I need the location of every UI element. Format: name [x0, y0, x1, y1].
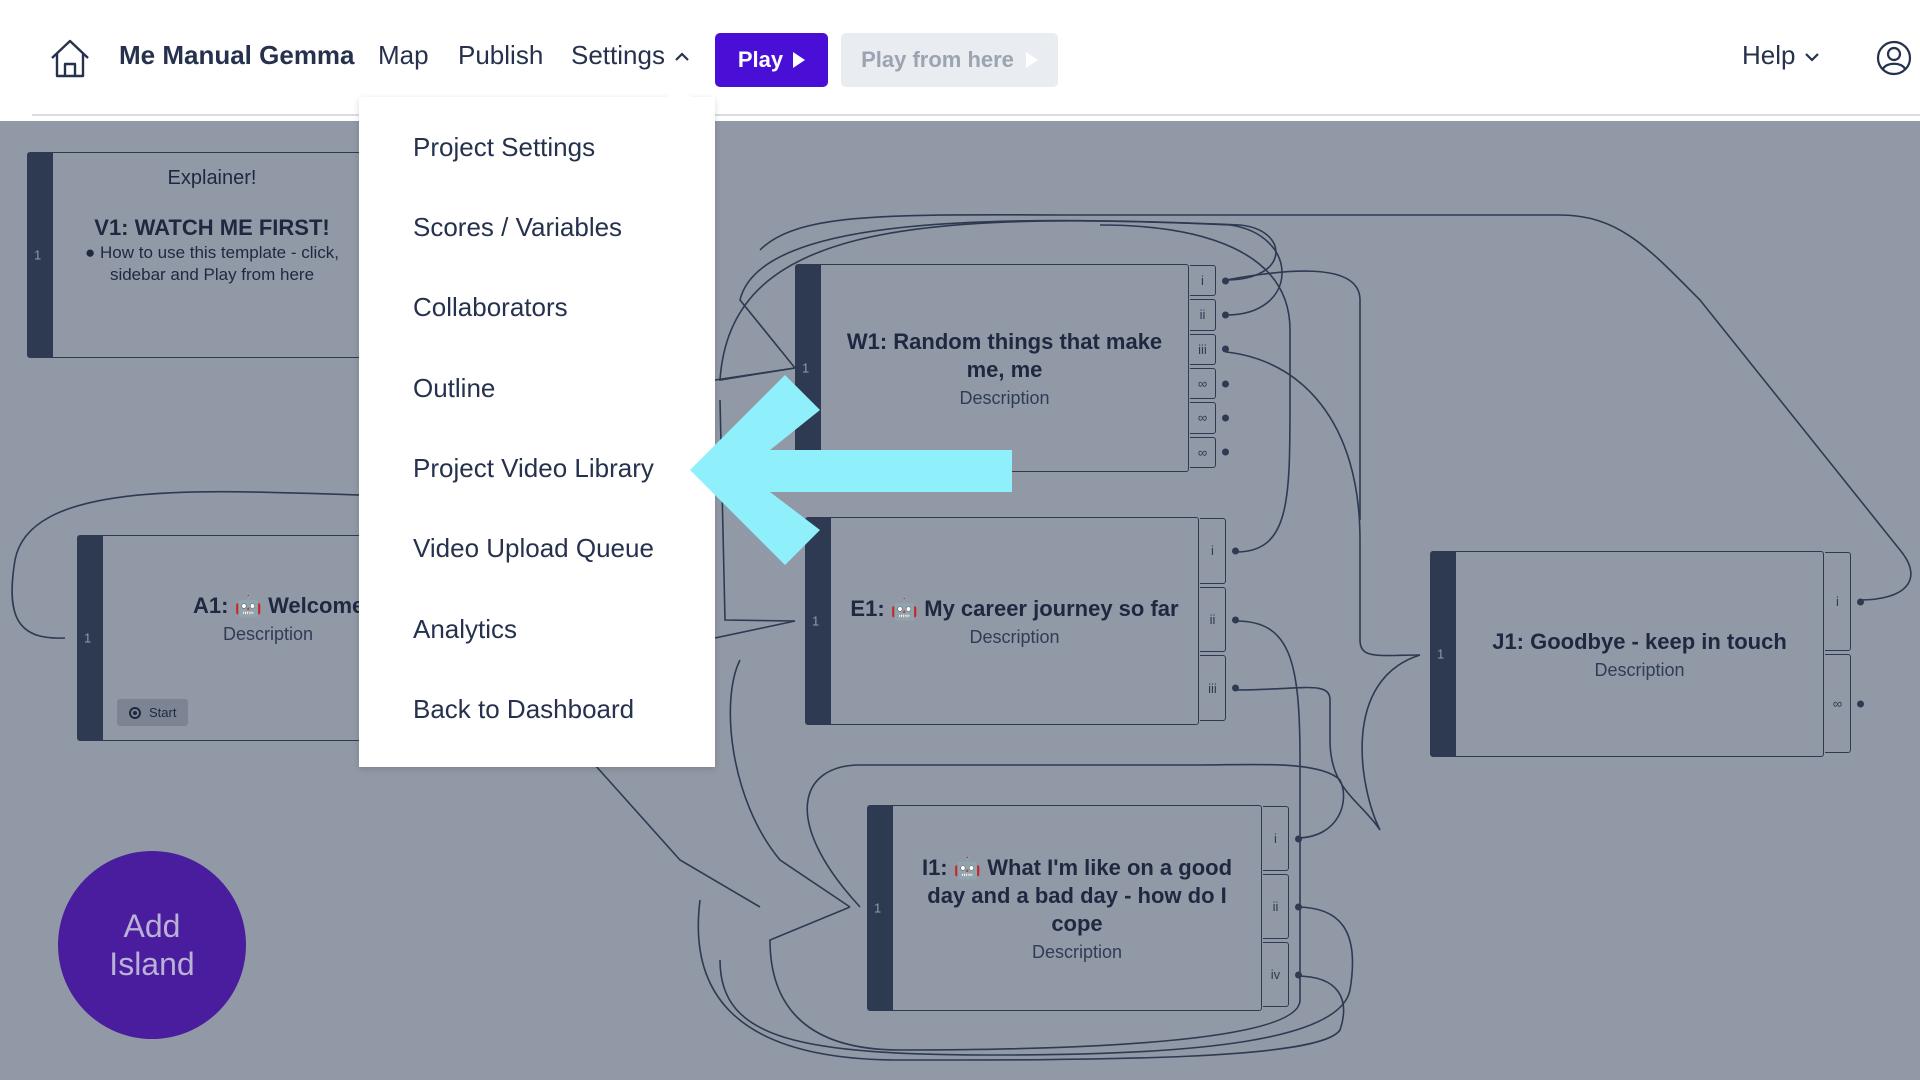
- menu-item-collaborators[interactable]: Collaborators: [413, 292, 568, 322]
- island-title: W1: Random things that make me, me: [846, 328, 1163, 382]
- menu-item-outline[interactable]: Outline: [413, 373, 496, 403]
- island-number: 1: [874, 900, 882, 916]
- island-description: Description: [1031, 941, 1123, 962]
- port-iii[interactable]: iii: [1200, 655, 1226, 722]
- chevron-down-icon: [1805, 53, 1820, 62]
- port-i[interactable]: i: [1190, 265, 1216, 297]
- port-iii[interactable]: iii: [1190, 333, 1216, 365]
- menu-item-project-settings[interactable]: Project Settings: [413, 132, 596, 162]
- top-navigation-bar: Me Manual Gemma Map Publish Settings Pla…: [0, 0, 1920, 121]
- nav-map[interactable]: Map: [378, 40, 429, 70]
- menu-item-video-upload-queue[interactable]: Video Upload Queue: [413, 533, 654, 563]
- project-title: Me Manual Gemma: [119, 40, 355, 70]
- island-i1[interactable]: 1 I1: 🤖 What I'm like on a good day and …: [867, 805, 1289, 1011]
- chevron-up-icon: [675, 52, 689, 61]
- account-icon[interactable]: [1876, 40, 1912, 76]
- home-icon[interactable]: [48, 36, 92, 80]
- port-ii[interactable]: ii: [1190, 299, 1216, 331]
- port-ii[interactable]: ii: [1200, 586, 1226, 653]
- island-number: 1: [802, 360, 810, 376]
- menu-item-project-video-library[interactable]: Project Video Library: [413, 453, 654, 483]
- port-ii[interactable]: ii: [1263, 874, 1289, 939]
- island-subtitle-line1: ● How to use this template - click,: [84, 243, 340, 262]
- port-link-1[interactable]: ∞: [1190, 367, 1216, 400]
- port-link[interactable]: ∞: [1825, 654, 1851, 753]
- island-title: J1: Goodbye - keep in touch: [1492, 628, 1787, 654]
- play-from-here-button[interactable]: Play from here: [841, 33, 1058, 87]
- island-number: 1: [812, 613, 820, 629]
- link-icon: ∞: [1832, 696, 1843, 711]
- island-ports: i ii iv: [1263, 806, 1289, 1010]
- island-title: E1: 🤖 My career journey so far: [850, 595, 1179, 621]
- nav-settings[interactable]: Settings: [571, 40, 691, 71]
- island-e1[interactable]: 1 E1: 🤖 My career journey so far Descrip…: [805, 517, 1226, 725]
- play-button[interactable]: Play: [715, 33, 828, 87]
- island-ports: i ii iii ∞ ∞ ∞: [1190, 265, 1216, 471]
- menu-item-analytics[interactable]: Analytics: [413, 614, 518, 644]
- island-description: Description: [223, 623, 314, 644]
- port-link-2[interactable]: ∞: [1190, 402, 1216, 434]
- island-title: I1: 🤖 What I'm like on a good day and a …: [921, 854, 1233, 936]
- menu-item-scores-variables[interactable]: Scores / Variables: [413, 212, 623, 242]
- port-iv[interactable]: iv: [1263, 942, 1289, 1007]
- island-number: 1: [1437, 646, 1445, 662]
- menu-item-back-to-dashboard[interactable]: Back to Dashboard: [413, 694, 635, 724]
- island-title: V1: WATCH ME FIRST!: [94, 215, 330, 240]
- port-i[interactable]: i: [1200, 518, 1226, 584]
- help-menu[interactable]: Help: [1742, 40, 1821, 71]
- video-icon: ●: [84, 243, 96, 262]
- link-icon: ∞: [1197, 410, 1208, 426]
- dropdown-caret: [667, 85, 691, 97]
- island-description: Description: [969, 626, 1060, 647]
- nav-publish[interactable]: Publish: [458, 40, 544, 70]
- island-ports: i ii iii: [1200, 518, 1226, 724]
- start-icon: [129, 706, 141, 719]
- play-triangle-icon: [793, 52, 806, 68]
- island-number: 1: [34, 247, 42, 263]
- port-i[interactable]: i: [1825, 552, 1851, 651]
- link-icon: ∞: [1197, 444, 1208, 460]
- island-ports: i ∞: [1825, 552, 1851, 756]
- link-icon: ∞: [1197, 376, 1208, 392]
- island-subtitle-line2: sidebar and Play from here: [109, 265, 315, 284]
- start-badge: Start: [117, 699, 189, 726]
- island-pretitle: Explainer!: [167, 167, 257, 189]
- island-w1[interactable]: 1 W1: Random things that make me, me Des…: [795, 264, 1216, 472]
- pointer-arrow-icon: [690, 375, 1012, 565]
- island-description: Description: [959, 387, 1050, 408]
- port-link-3[interactable]: ∞: [1190, 436, 1216, 468]
- header-divider: [32, 114, 1920, 116]
- island-title: A1: 🤖 Welcome: [193, 592, 365, 618]
- island-j1[interactable]: 1 J1: Goodbye - keep in touch Descriptio…: [1430, 551, 1851, 757]
- island-a1[interactable]: 1 A1: 🤖 Welcome Description Start: [77, 535, 372, 741]
- play-triangle-icon: [1025, 52, 1038, 68]
- settings-dropdown-menu: Project Settings Scores / Variables Coll…: [359, 85, 715, 767]
- port-i[interactable]: i: [1263, 806, 1289, 871]
- island-description: Description: [1594, 659, 1685, 680]
- island-number: 1: [84, 630, 92, 646]
- island-v1[interactable]: 1 Explainer! V1: WATCH ME FIRST! ● How t…: [27, 152, 372, 358]
